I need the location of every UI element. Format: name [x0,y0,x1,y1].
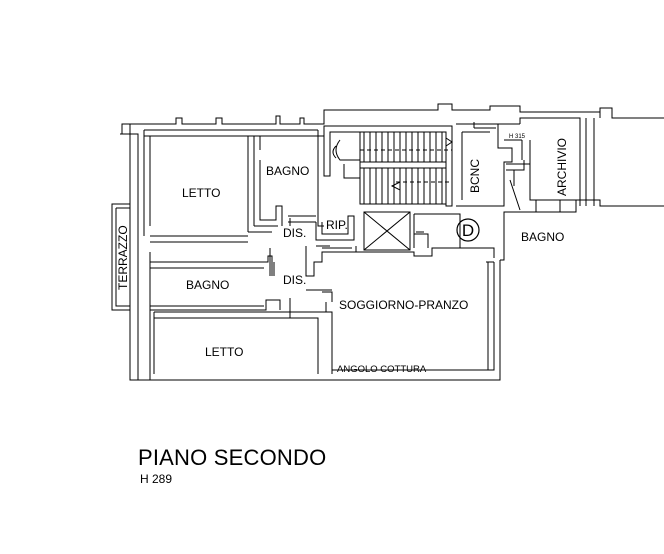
room-letto-1: LETTO [182,186,220,200]
height-h315: H 315 [509,134,526,140]
d-symbol-circle [456,218,480,242]
room-angolo-cottura: ANGOLO COTTURA [337,364,427,375]
room-rip: RIP. [326,218,348,232]
room-bagno-3: BAGNO [521,230,564,244]
room-soggiorno-pranzo: SOGGIORNO-PRANZO [339,298,468,312]
room-archivio: ARCHIVIO [555,138,569,196]
d-symbol-label: D [462,221,474,240]
room-bagno-2: BAGNO [186,278,229,292]
room-dis-1: DIS. [283,226,306,240]
floor-height: H 289 [140,472,173,486]
room-bcnc: BCNC [468,159,482,193]
room-dis-2: DIS. [283,273,306,287]
walls [111,103,664,381]
room-bagno-1: BAGNO [266,164,309,178]
room-letto-2: LETTO [205,345,243,359]
room-terrazzo: TERRAZZO [116,225,130,290]
floor-title: PIANO SECONDO [138,445,327,470]
